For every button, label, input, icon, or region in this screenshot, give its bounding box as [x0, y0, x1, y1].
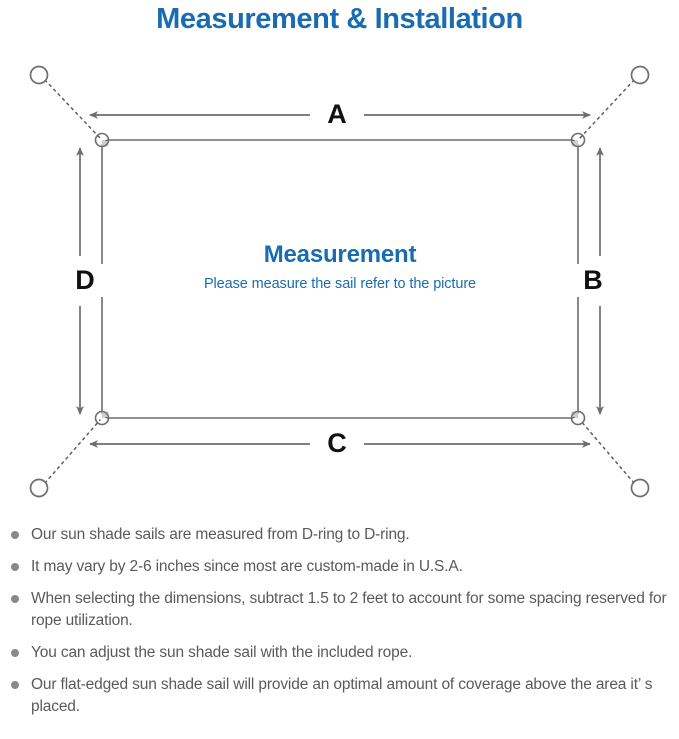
- rope-top-right: [579, 79, 635, 139]
- list-item: You can adjust the sun shade sail with t…: [0, 642, 679, 664]
- note-text: When selecting the dimensions, subtract …: [31, 590, 667, 629]
- page-title: Measurement & Installation: [156, 3, 523, 35]
- bullet-icon: [11, 531, 19, 539]
- sun-shade-sail-diagram: [29, 65, 650, 498]
- rope-top-left: [44, 79, 101, 139]
- d-ring-bottom-left: [94, 410, 110, 426]
- rope-bottom-right: [579, 419, 635, 484]
- list-item: It may vary by 2-6 inches since most are…: [0, 556, 679, 578]
- list-item: Our flat-edged sun shade sail will provi…: [0, 674, 679, 718]
- note-text: Our flat-edged sun shade sail will provi…: [31, 676, 653, 715]
- bullet-icon: [11, 563, 19, 571]
- notes-list: Our sun shade sails are measured from D-…: [0, 524, 679, 728]
- bullet-icon: [11, 595, 19, 603]
- note-text: It may vary by 2-6 inches since most are…: [31, 558, 463, 575]
- anchor-ring-top-right: [630, 65, 650, 85]
- anchor-ring-bottom-left: [29, 478, 49, 498]
- anchor-ring-top-left: [29, 65, 49, 85]
- d-ring-top-right: [570, 132, 586, 148]
- bullet-icon: [11, 649, 19, 657]
- bullet-icon: [11, 681, 19, 689]
- sail-body: [101, 139, 579, 419]
- rope-bottom-left: [44, 419, 101, 484]
- d-ring-bottom-right: [570, 410, 586, 426]
- list-item: When selecting the dimensions, subtract …: [0, 588, 679, 632]
- anchor-ring-bottom-right: [630, 478, 650, 498]
- note-text: Our sun shade sails are measured from D-…: [31, 526, 410, 543]
- note-text: You can adjust the sun shade sail with t…: [31, 644, 413, 661]
- d-ring-top-left: [94, 132, 110, 148]
- list-item: Our sun shade sails are measured from D-…: [0, 524, 679, 546]
